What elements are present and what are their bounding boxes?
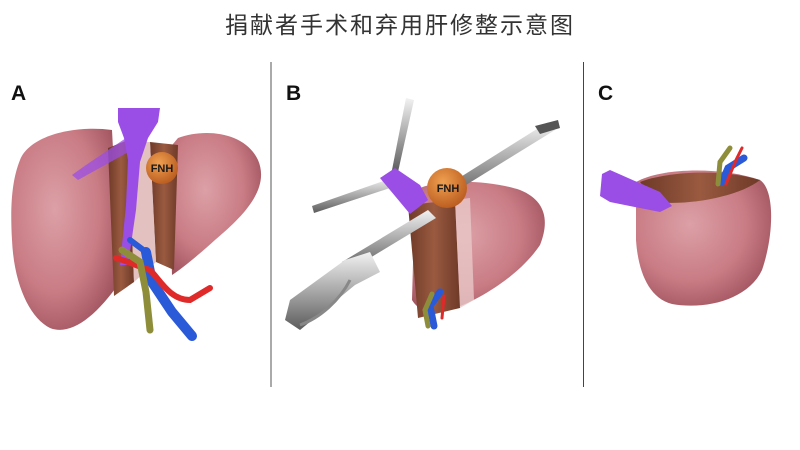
panel-label-c: C [598,82,614,105]
bile-duct-c [715,145,733,187]
hepatic-artery [113,255,213,304]
divider-b-c [583,62,584,387]
stapler-head [285,252,380,330]
panel-b-diagram: FNH [285,98,560,330]
fnh-label-a: FNH [151,163,174,175]
hepatic-vein-b [380,168,428,214]
portal-vein-c [718,154,748,186]
portal-vein-b [426,288,444,330]
bile-duct [118,246,154,334]
forceps-tool [440,122,555,198]
fnh-nodule-a [146,152,178,184]
fnh-nodule-b [427,168,467,208]
panel-label-a: A [11,82,27,105]
panel-a-diagram: FNH [11,108,262,341]
hepatic-artery-b [440,294,446,320]
panel-c-diagram [600,145,772,306]
scissors-tool-lower [312,178,396,213]
hepatic-artery-c [724,146,744,186]
divider-a-b [270,62,272,387]
figure-title: 捐献者手术和弃用肝修整示意图 [225,13,575,39]
bile-duct-b [422,291,435,329]
hepatic-vein-branch-left [72,138,132,180]
cut-surface-b [408,200,460,318]
parenchyma-stripe-b [455,198,474,308]
scissors-tool [392,98,414,172]
vessel-branch-left [127,237,149,255]
cut-surface-c [640,172,760,203]
panel-label-b: B [286,82,302,105]
liver-left-lobe [168,133,262,275]
stapler-loop [299,279,352,327]
hepatic-vein-c [600,170,672,212]
fnh-label-b: FNH [437,183,460,195]
forceps-tip [535,120,560,134]
liver-right-lobe [11,128,120,330]
